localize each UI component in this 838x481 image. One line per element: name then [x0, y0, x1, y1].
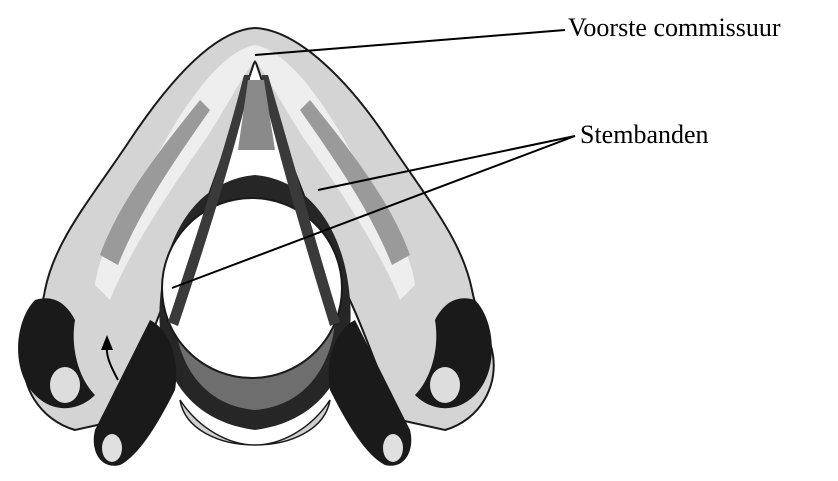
label-vocal-folds: Stembanden: [580, 122, 709, 148]
left-arytenoid-tip: [102, 434, 122, 462]
label-anterior-commissure: Voorste commissuur: [568, 15, 781, 41]
right-arytenoid-tip: [383, 434, 403, 462]
left-lobe-highlight: [50, 367, 80, 403]
right-lobe-highlight: [430, 367, 460, 403]
leader-line-commissure: [255, 30, 565, 55]
